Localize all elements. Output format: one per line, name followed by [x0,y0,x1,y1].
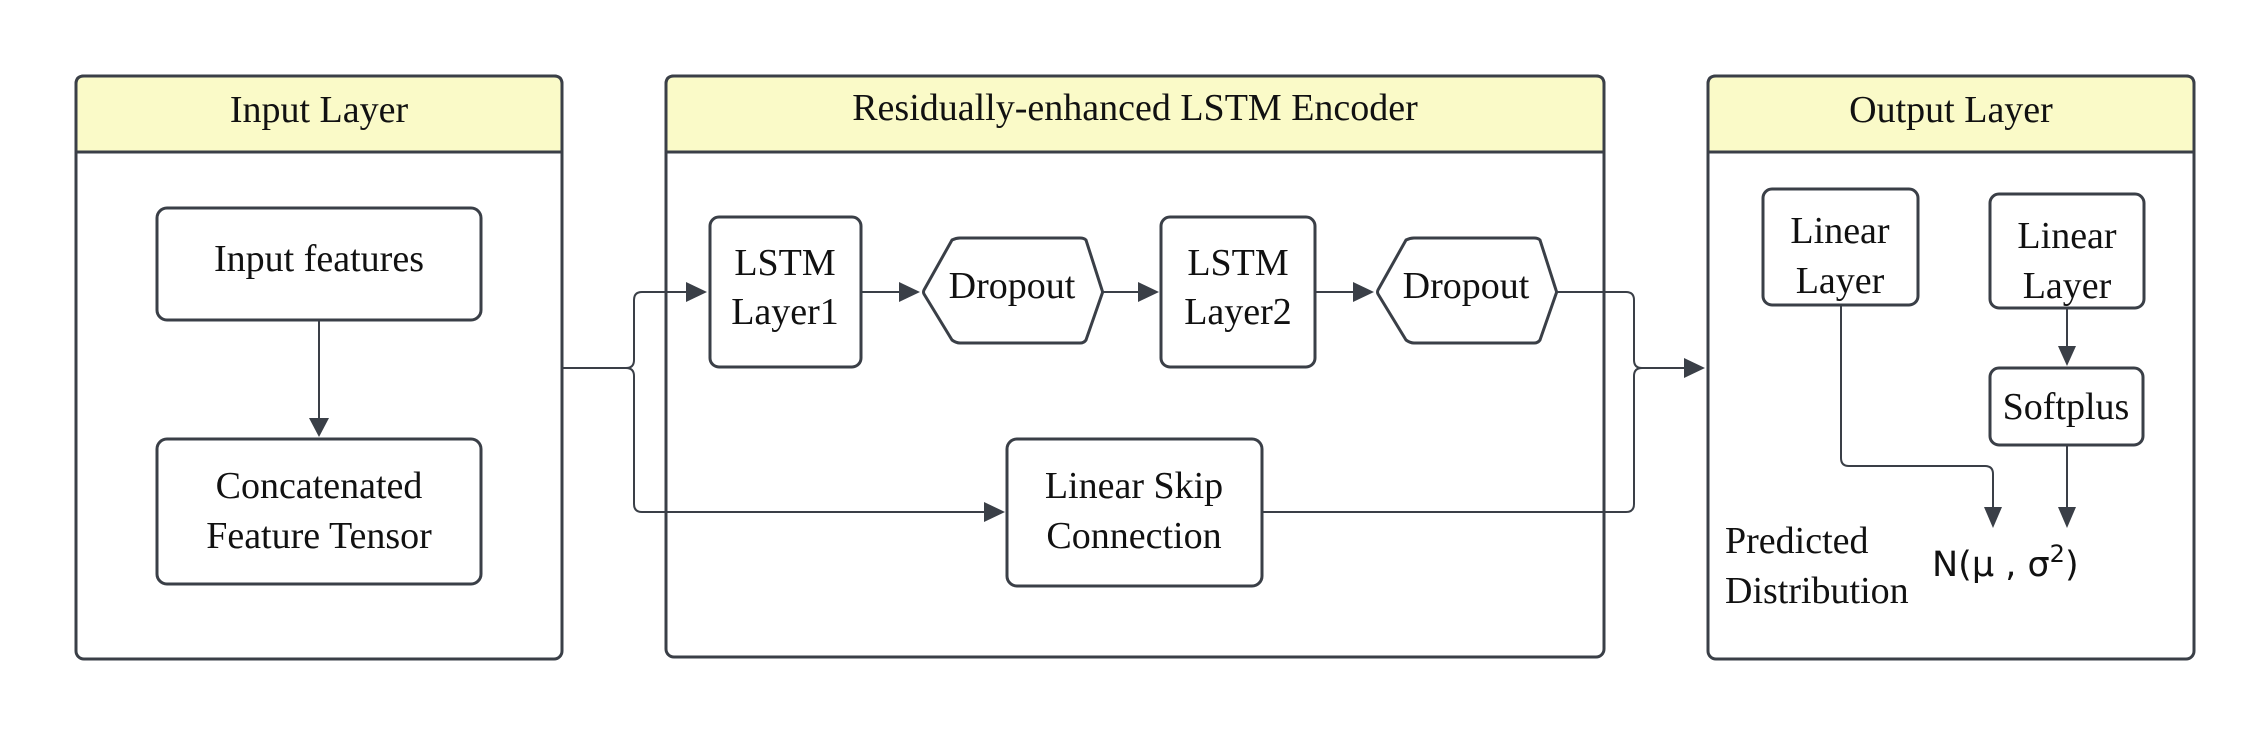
output-layer-header [1706,74,2196,154]
linear-skip-connection-node: Linear Skip Connection [1005,437,1264,588]
input-layer-title: Input Layer [230,89,409,131]
arrow-softplus-to-distribution [2058,446,2076,528]
linear-skip-connection-box [1005,437,1264,588]
linear-layer-sigma-node: Linear Layer [1988,192,2146,310]
input-features-label: Input features [214,238,424,280]
arrow-encoder-to-output [1262,291,1705,513]
predicted-line1: Predicted [1725,520,1869,562]
linear-layer-mu-line2: Layer [1796,260,1885,302]
lstm-layer2-line1: LSTM [1187,242,1288,284]
dropout1-node: Dropout [922,236,1104,345]
concatenated-label-line1: Concatenated [216,465,423,507]
arrow-linear-mu-to-distribution [1840,305,2002,528]
lstm-layer2-line2: Layer2 [1184,291,1292,333]
distribution-formula: N(μ , σ2) [1932,540,2079,585]
lstm-layer2-node: LSTM Layer2 [1159,215,1317,369]
linear-skip-line2: Connection [1046,515,1221,557]
arrow-linear-sigma-to-softplus [2058,308,2076,366]
arrow-input-to-concat [309,321,329,437]
arrow-input-to-encoder [562,282,1005,522]
encoder-title: Residually-enhanced LSTM Encoder [852,87,1418,129]
dropout2-node: Dropout [1376,236,1558,345]
dropout2-label: Dropout [1403,265,1530,307]
softplus-node: Softplus [1988,366,2145,447]
arrow-lstm2-to-dropout2 [1316,282,1374,302]
lstm-layer1-box [708,215,863,369]
concatenated-feature-tensor-box [155,437,483,586]
dropout2-hexagon [1376,236,1558,345]
linear-layer-mu-line1: Linear [1790,210,1890,252]
linear-skip-line1: Linear Skip [1045,465,1223,507]
arrow-dropout1-to-lstm2 [1103,282,1159,302]
concatenated-feature-tensor-node: Concatenated Feature Tensor [155,437,483,586]
softplus-box [1988,366,2145,447]
arrow-lstm1-to-dropout1 [862,282,920,302]
formula-text: N(μ , σ2) [1932,540,2079,585]
dropout1-label: Dropout [949,265,1076,307]
linear-layer-sigma-line1: Linear [2017,215,2117,257]
dropout1-hexagon [922,236,1104,345]
formula-prefix: N(μ , σ [1932,545,2050,585]
linear-layer-mu-node: Linear Layer [1761,187,1920,307]
formula-suffix: ) [2065,545,2079,585]
lstm-layer1-node: LSTM Layer1 [708,215,863,369]
linear-layer-sigma-line2: Layer [2023,265,2112,307]
encoder-header [664,74,1606,154]
input-layer-header [74,74,564,154]
lstm-layer1-line1: LSTM [734,242,835,284]
predicted-line2: Distribution [1725,570,1909,612]
predicted-distribution-label: Predicted Distribution [1725,520,1909,612]
formula-exponent: 2 [2050,540,2065,568]
input-features-box [155,206,483,322]
lstm-layer2-box [1159,215,1317,369]
concatenated-label-line2: Feature Tensor [206,515,432,557]
output-layer-title: Output Layer [1849,89,2053,131]
softplus-label: Softplus [2003,386,2130,428]
lstm-layer1-line2: Layer1 [731,291,839,333]
input-features-node: Input features [155,206,483,322]
